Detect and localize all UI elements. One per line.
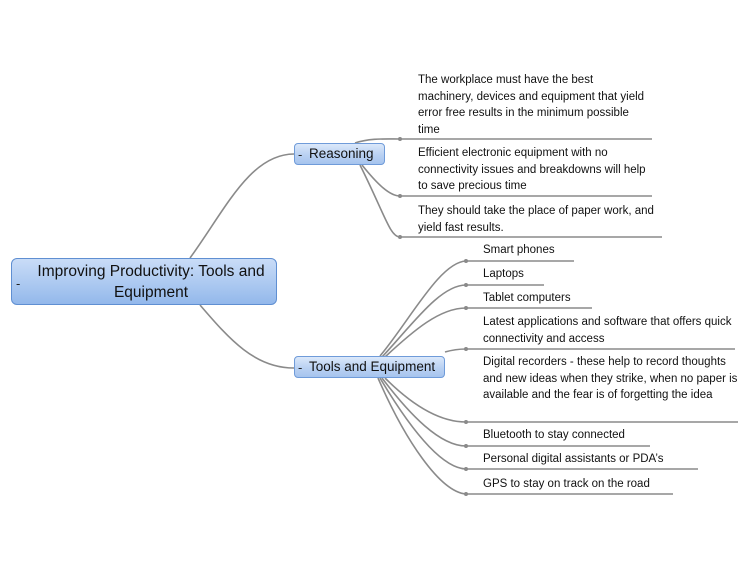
connector-root-tools <box>199 304 295 369</box>
connector-tools-6 <box>381 377 467 447</box>
connector-tools-7 <box>379 377 467 470</box>
connector-tools-3 <box>384 307 467 358</box>
connector-root-reasoning <box>189 153 295 259</box>
root-topic[interactable]: - Improving Productivity: Tools and Equi… <box>11 258 277 305</box>
branch-tools-label: Tools and Equipment <box>309 359 436 374</box>
branch-reasoning[interactable]: - Reasoning <box>294 143 385 165</box>
connector-tools-1 <box>379 260 467 357</box>
leaf-tools-7[interactable]: Personal digital assistants or PDA’s <box>483 453 664 465</box>
leaf-tools-4[interactable]: Latest applications and software that of… <box>483 316 732 345</box>
leaf-tools-2[interactable]: Laptops <box>483 268 524 280</box>
branch-reasoning-label: Reasoning <box>309 146 374 161</box>
connector-tools-5 <box>384 377 467 423</box>
branch-tools-and-equipment[interactable]: - Tools and Equipment <box>294 356 445 378</box>
leaf-tools-1[interactable]: Smart phones <box>483 244 555 256</box>
connector-reasoning-2 <box>361 164 401 197</box>
leaf-tools-5[interactable]: Digital recorders - these help to record… <box>483 356 738 401</box>
collapse-toggle-icon[interactable]: - <box>298 360 303 375</box>
root-topic-label: Improving Productivity: Tools and Equipm… <box>37 263 265 301</box>
connector-tools-8 <box>377 377 467 495</box>
leaf-reasoning-2[interactable]: Efficient electronic equipment with no c… <box>418 147 646 192</box>
connector-reasoning-1 <box>354 138 401 144</box>
leaf-reasoning-3[interactable]: They should take the place of paper work… <box>418 205 654 234</box>
connector-tools-2 <box>381 284 467 358</box>
leaf-tools-3[interactable]: Tablet computers <box>483 292 571 304</box>
leaf-tools-6[interactable]: Bluetooth to stay connected <box>483 429 625 441</box>
collapse-toggle-icon[interactable]: - <box>298 147 303 162</box>
connector-reasoning-3 <box>359 164 401 238</box>
collapse-toggle-icon[interactable]: - <box>16 276 21 291</box>
connector-tools-4 <box>444 348 467 353</box>
leaf-reasoning-1[interactable]: The workplace must have the best machine… <box>418 74 645 136</box>
leaf-tools-8[interactable]: GPS to stay on track on the road <box>483 478 650 490</box>
